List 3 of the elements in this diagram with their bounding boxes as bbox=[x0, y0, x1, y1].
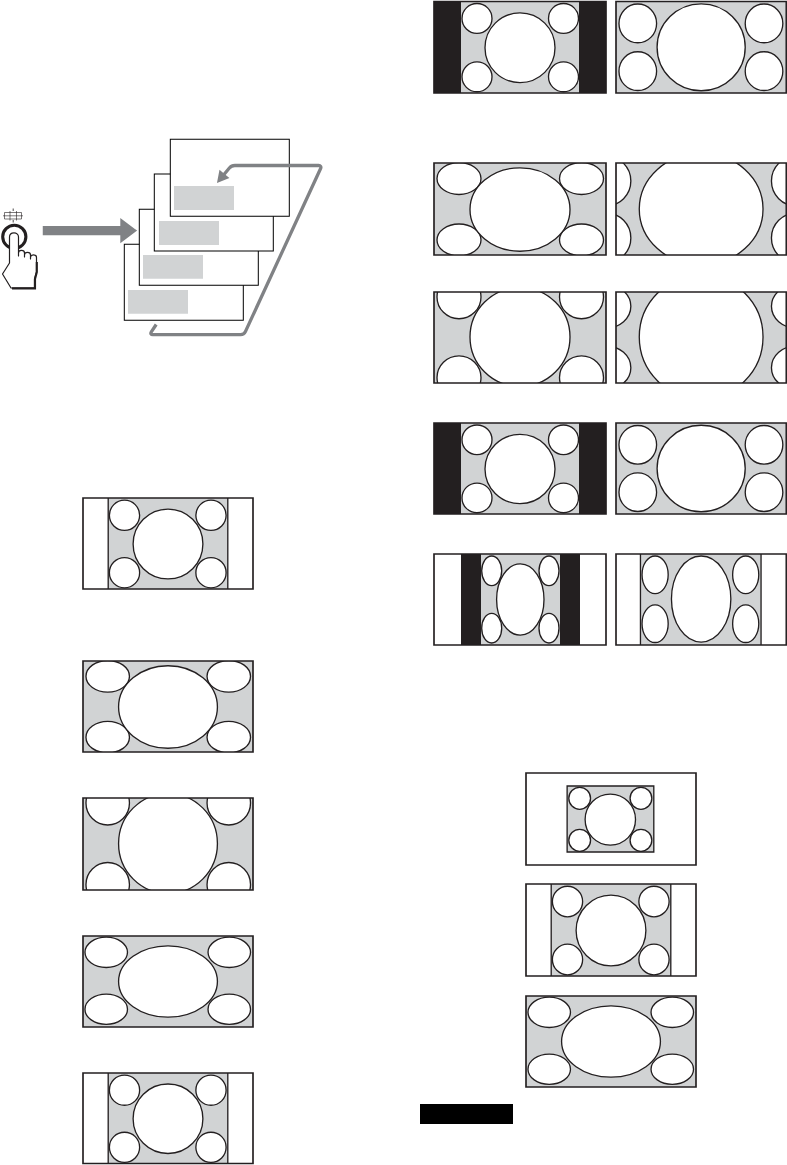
hand-button-icon bbox=[1, 208, 38, 290]
cycle-arrow bbox=[149, 163, 323, 337]
heading-bar bbox=[420, 1104, 513, 1124]
